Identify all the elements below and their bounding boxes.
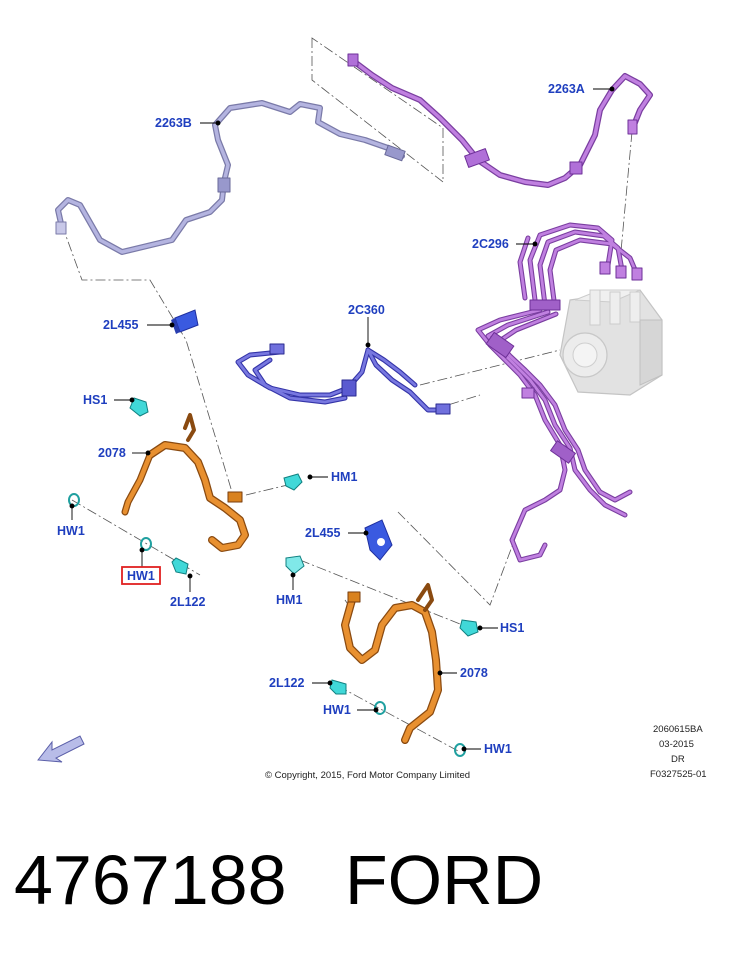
bolt-2L122-left [171,557,189,575]
callout-2L455-lower: 2L455 [305,526,340,540]
drawing-meta: 2060615BA 03-2015 DR F0327525-01 © Copyr… [265,724,707,781]
callout-2078-left: 2078 [98,446,126,460]
part-number-title: 4767188 FORD [14,841,544,919]
clip-HS1-lower [459,619,479,637]
clip-HS1-upper [129,397,149,417]
abs-module [559,289,663,396]
drawing-dr: DR [671,754,685,765]
bracket-2L455-lower [364,519,393,561]
brake-line-2263A [347,53,653,188]
brake-line-2263B [55,100,406,255]
bracket-2L455-upper [171,309,199,334]
brake-line-bundle-2C296 [475,222,643,563]
callout-HM1-upper: HM1 [331,470,357,484]
front-direction-arrow-icon [37,735,85,763]
callout-HW1-highlighted: HW1 [127,569,155,583]
clip-HM1-lower [285,555,305,575]
brake-hose-2078-right [341,583,442,744]
callout-leaders [69,86,615,752]
bolt-2L122-right [329,679,347,695]
assembly-centerlines [61,37,633,753]
callout-2L122-left: 2L122 [170,595,205,609]
callout-2263B: 2263B [155,116,192,130]
callout-2263A: 2263A [548,82,585,96]
callout-HS1-upper: HS1 [83,393,107,407]
callout-HW1-right: HW1 [323,703,351,717]
brake-line-2C360 [235,343,451,415]
callout-2C296: 2C296 [472,237,509,251]
drawing-figure-number: F0327525-01 [650,769,707,780]
copyright-notice: © Copyright, 2015, Ford Motor Company Li… [265,770,470,781]
clip-HM1-upper [283,473,303,491]
callout-labels: 2263A 2263B 2C296 2L455 2C360 HS1 2078 H… [57,82,585,756]
brake-hose-2078-left [121,413,249,552]
callout-2L122-right: 2L122 [269,676,304,690]
highlight-box [121,566,161,585]
callout-2L455-upper: 2L455 [103,318,138,332]
callout-HM1-lower: HM1 [276,593,302,607]
drawing-date: 03-2015 [659,739,694,750]
callout-HW1-left: HW1 [57,524,85,538]
drawing-code: 2060615BA [653,724,703,735]
hardware-parts [68,397,479,757]
callout-2078-right: 2078 [460,666,488,680]
callout-HS1-lower: HS1 [500,621,524,635]
callout-2C360: 2C360 [348,303,385,317]
callout-HW1-bottom: HW1 [484,742,512,756]
washer-HW1-b [140,537,152,551]
